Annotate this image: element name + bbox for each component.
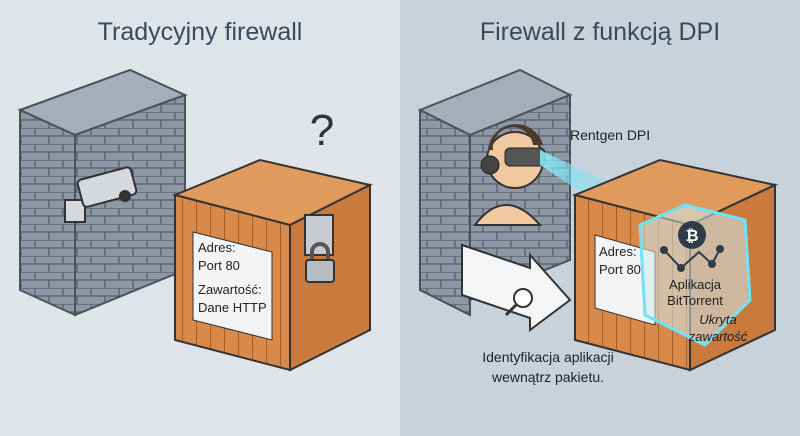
svg-text:Zawartość:: Zawartość: [198, 282, 262, 297]
inspected-content-cube [638, 203, 752, 347]
left-title: Tradycyjny firewall [98, 18, 303, 46]
question-mark: ? [310, 106, 334, 155]
svg-text:Adres:: Adres: [198, 240, 236, 255]
security-camera-icon [64, 166, 138, 223]
packet-label-right: Adres: Port 80 [599, 244, 641, 277]
caption-line2: wewnątrz pakietu. [491, 369, 604, 385]
svg-text:Adres:: Adres: [599, 244, 637, 259]
caption-line1: Identyfikacja aplikacji [482, 349, 614, 365]
hidden-content-label: Ukryta zawartość [688, 312, 748, 344]
inspector-avatar [472, 124, 546, 226]
headset-icon [480, 155, 500, 175]
magnifier-icon [513, 288, 533, 308]
bittorrent-icon: ₿ [660, 221, 724, 272]
svg-text:Dane HTTP: Dane HTTP [198, 300, 267, 315]
brick-wall [17, 68, 188, 317]
packet-arrow [461, 243, 572, 332]
packet-label-left: Adres: Port 80 Zawartość: Dane HTTP [198, 240, 267, 315]
right-title: Firewall z funkcją DPI [480, 18, 720, 46]
svg-text:₿: ₿ [685, 227, 698, 245]
svg-text:Port 80: Port 80 [198, 258, 240, 273]
wooden-crate-dpi [571, 158, 779, 372]
padlock-icon [304, 214, 335, 283]
xray-goggles-icon [504, 147, 546, 167]
app-label-line2: BitTorrent [667, 293, 723, 308]
svg-text:Port 80: Port 80 [599, 262, 641, 277]
app-label-line1: Aplikacja [669, 277, 722, 292]
svg-text:zawartość: zawartość [688, 329, 748, 344]
svg-text:Ukryta: Ukryta [699, 312, 737, 327]
xray-label: Rentgen DPI [570, 127, 650, 143]
